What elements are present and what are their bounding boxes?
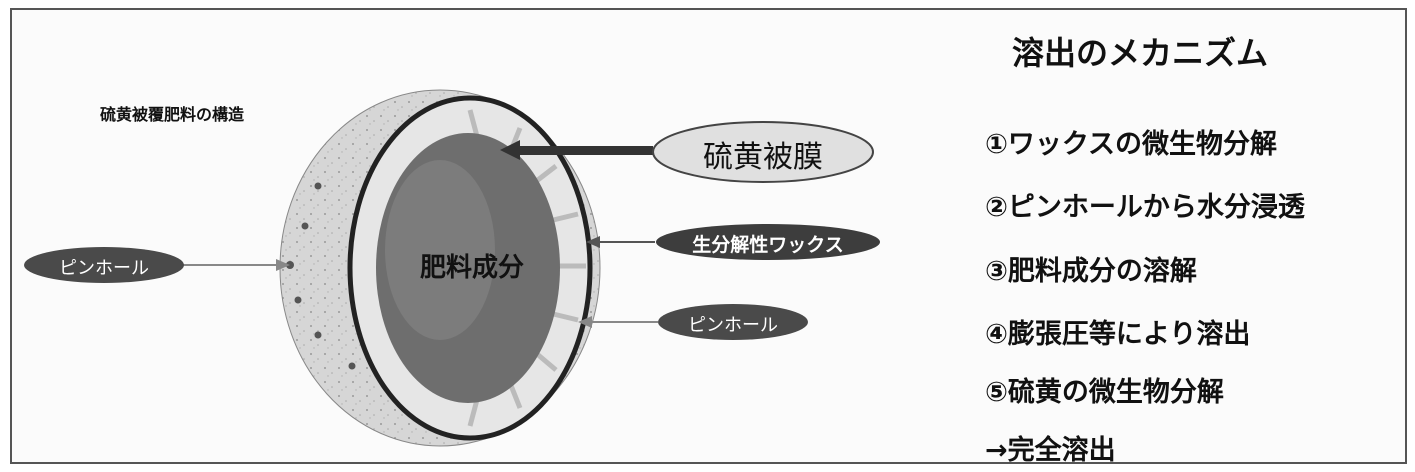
mechanism-step-4: ④膨張圧等により溶出 — [985, 319, 1251, 350]
mechanism-step-1: ①ワックスの微生物分解 — [985, 129, 1278, 160]
surface-pinholes — [286, 182, 356, 370]
mechanism-step-5: ⑤硫黄の微生物分解 — [985, 377, 1224, 408]
pinhole-right-pill-shape — [658, 304, 808, 340]
core-highlight — [385, 160, 495, 340]
pinhole-left-label: ピンホール — [59, 258, 149, 279]
sulfur-coating-label: 硫黄被膜 — [703, 140, 823, 175]
mechanism-title: 溶出のメカニズム — [1012, 34, 1269, 72]
core-label: 肥料成分 — [420, 253, 525, 283]
structure-title: 硫黄被覆肥料の構造 — [100, 105, 245, 124]
wax-label: 生分解性ワックス — [692, 234, 844, 256]
mechanism-step-3: ③肥料成分の溶解 — [985, 256, 1197, 287]
callout-arrows — [180, 140, 658, 328]
mechanism-step-2: ②ピンホールから水分浸透 — [985, 192, 1305, 223]
wax-pill-shape — [656, 224, 880, 260]
sulfur-coating-pill-shape — [652, 121, 874, 183]
pinhole-right-label: ピンホール — [688, 315, 778, 336]
pinhole-left-pill-shape — [24, 247, 184, 283]
mechanism-result: →完全溶出 — [985, 435, 1116, 466]
